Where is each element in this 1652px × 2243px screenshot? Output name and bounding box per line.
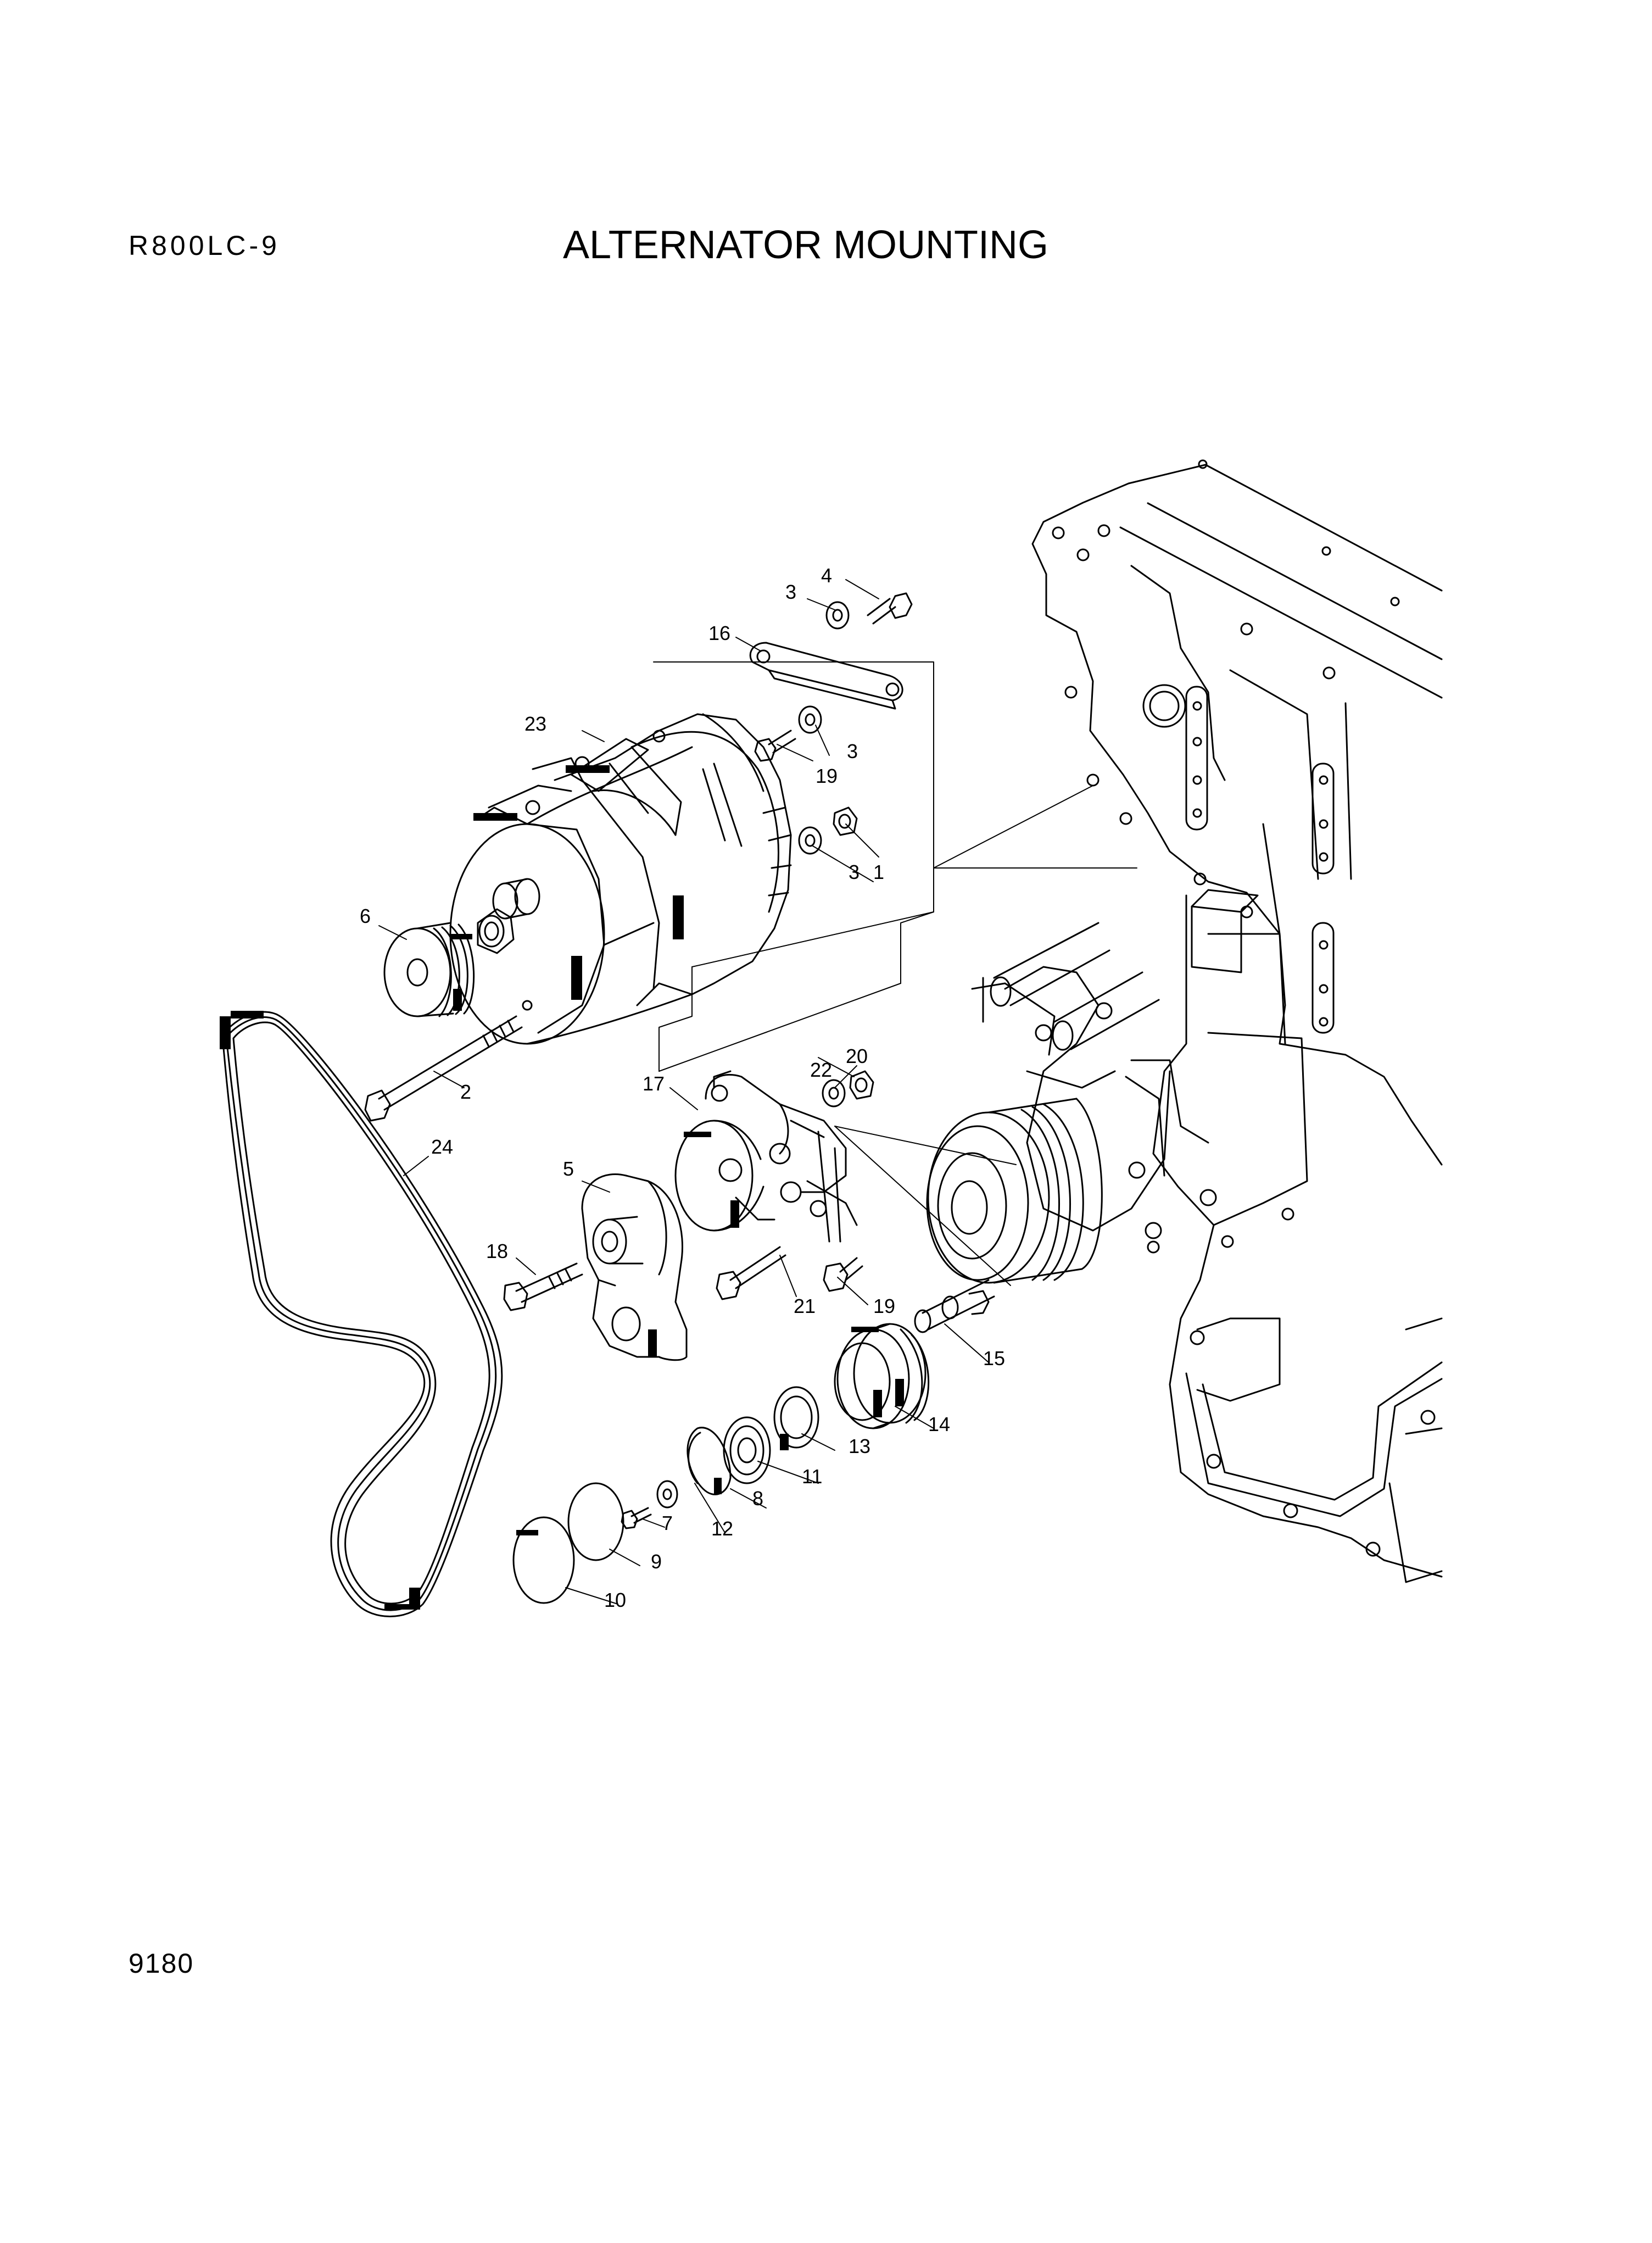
page-title: ALTERNATOR MOUNTING — [563, 223, 1049, 267]
drive-belt — [221, 1011, 503, 1617]
callout-19b: 19 — [873, 1295, 895, 1317]
callout-6: 6 — [360, 905, 371, 927]
callout-2: 2 — [460, 1081, 471, 1103]
callout-17: 17 — [643, 1072, 665, 1095]
page-number: 9180 — [129, 1948, 194, 1979]
callout-13: 13 — [849, 1435, 870, 1457]
callout-19a: 19 — [816, 765, 838, 787]
fasteners — [716, 592, 913, 1300]
idler-assembly — [512, 1279, 995, 1604]
belt-routing-lines — [653, 661, 1137, 1286]
callout-18: 18 — [486, 1240, 508, 1262]
callout-21: 21 — [794, 1295, 816, 1317]
callout-1: 1 — [873, 861, 884, 883]
callout-16: 16 — [708, 622, 730, 644]
callout-24: 24 — [431, 1136, 453, 1158]
callout-8: 8 — [752, 1487, 763, 1510]
engine-front-housing — [971, 459, 1443, 1583]
callout-15: 15 — [983, 1347, 1005, 1370]
tensioner-bracket — [674, 1070, 858, 1243]
callout-20: 20 — [846, 1045, 868, 1067]
callout-3c: 3 — [849, 861, 860, 883]
callout-3b: 3 — [847, 740, 858, 762]
callout-labels: 1 2 3 3 3 4 5 6 7 8 9 10 11 12 13 14 15 … — [360, 564, 1005, 1611]
callout-14: 14 — [928, 1413, 950, 1435]
callout-3a: 3 — [785, 581, 796, 603]
leader-lines — [378, 579, 989, 1605]
belt-tensioner — [581, 1173, 688, 1361]
indicator-marks — [220, 765, 904, 1610]
alternator-link — [749, 642, 903, 710]
callout-12: 12 — [711, 1517, 733, 1540]
callout-10: 10 — [604, 1589, 626, 1611]
model-code: R800LC-9 — [129, 230, 280, 261]
callout-5: 5 — [563, 1157, 574, 1180]
callout-7: 7 — [662, 1512, 673, 1534]
long-bolt — [364, 1015, 523, 1122]
callout-22: 22 — [810, 1059, 832, 1081]
alternator-pulley — [383, 922, 475, 1017]
water-pump-pulley — [926, 1098, 1103, 1284]
alternator — [449, 713, 792, 1045]
callout-4: 4 — [821, 564, 832, 587]
callout-9: 9 — [651, 1550, 662, 1573]
tensioner-bolt — [503, 1262, 583, 1311]
callout-11: 11 — [802, 1465, 822, 1488]
callout-23: 23 — [524, 713, 546, 735]
